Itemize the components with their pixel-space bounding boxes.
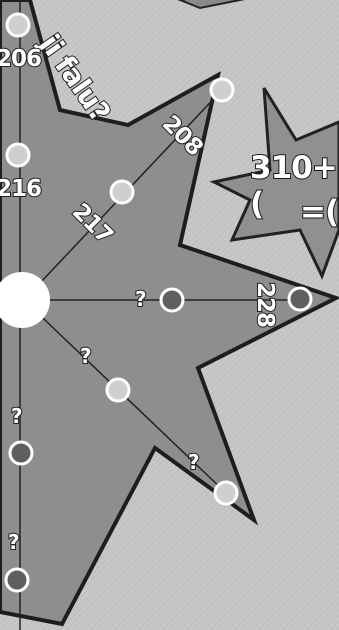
node-right-unknown[interactable]	[161, 289, 183, 311]
task-expression-line2: =(	[300, 194, 338, 230]
label-216: 216	[0, 178, 41, 201]
node-206[interactable]	[7, 14, 29, 36]
node-axis-unknown-1[interactable]	[10, 442, 32, 464]
unknown-mark-down-1: ?	[80, 346, 91, 366]
node-217[interactable]	[111, 181, 133, 203]
node-down-2[interactable]	[215, 482, 237, 504]
unknown-mark-axis-2: ?	[8, 532, 19, 552]
node-axis-unknown-2[interactable]	[6, 569, 28, 591]
label-228: 228	[253, 282, 276, 327]
node-216[interactable]	[7, 144, 29, 166]
label-206: 206	[0, 48, 41, 71]
center-node[interactable]	[0, 273, 49, 327]
node-208[interactable]	[211, 79, 233, 101]
node-down-1[interactable]	[107, 379, 129, 401]
unknown-mark-down-2: ?	[188, 452, 199, 472]
unknown-mark-axis-1: ?	[11, 406, 22, 426]
unknown-mark-right: ?	[135, 289, 146, 309]
node-228[interactable]	[289, 288, 311, 310]
